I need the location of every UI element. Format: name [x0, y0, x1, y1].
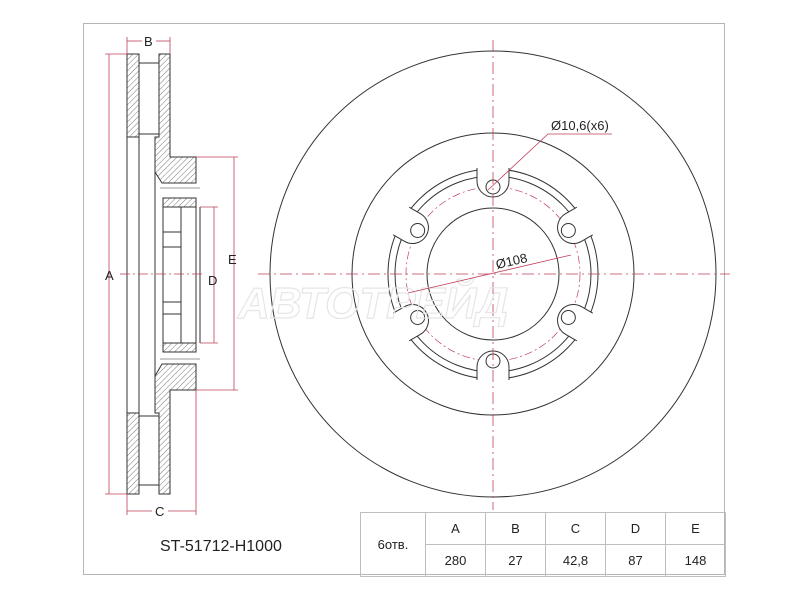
- dim-label-a: A: [105, 268, 114, 283]
- side-view: [126, 53, 201, 495]
- front-view-centerlines: [258, 40, 730, 510]
- dim-label-e: E: [228, 252, 237, 267]
- bolt-boss: [557, 304, 594, 342]
- dim-label-d: D: [208, 273, 217, 288]
- header-b: B: [485, 512, 546, 545]
- spec-table: 6отв. A B C D E 280 27 42,8 87 148: [360, 512, 726, 577]
- side-view-dimensions: [105, 37, 238, 515]
- hub-ring-top: [162, 197, 197, 208]
- header-e: E: [665, 512, 726, 545]
- bolt-hole: [560, 310, 576, 325]
- bolt-boss: [557, 206, 594, 244]
- left-plate-bottom: [126, 412, 140, 495]
- center-bore: [426, 207, 560, 341]
- dim-label-b: B: [144, 34, 153, 49]
- left-plate-top: [126, 53, 140, 138]
- pcd-label: Ø108: [494, 250, 528, 272]
- header-d: D: [605, 512, 666, 545]
- bolt-hole: [410, 310, 426, 325]
- table-value-row: 280 27 42,8 87 148: [361, 544, 726, 577]
- value-a: 280: [425, 544, 486, 577]
- watermark: АВТОТРЕЙД: [237, 277, 508, 328]
- hat-section-top: [154, 53, 197, 184]
- front-view-dimensions: [407, 133, 612, 294]
- bolt-hole-label: Ø10,6(x6): [551, 118, 609, 133]
- dim-label-c: C: [155, 504, 164, 519]
- hat-section-bottom: [154, 363, 197, 495]
- value-d: 87: [605, 544, 666, 577]
- hub-ring-bottom: [162, 342, 197, 353]
- holes-count-cell: 6отв.: [360, 512, 426, 577]
- table-header-row: 6отв. A B C D E: [360, 512, 726, 577]
- value-b: 27: [485, 544, 546, 577]
- bolt-hole: [410, 223, 426, 238]
- bolt-hole: [560, 223, 576, 238]
- part-number: ST-51712-H1000: [160, 538, 282, 555]
- value-e: 148: [665, 544, 726, 577]
- bolt-boss: [392, 206, 429, 244]
- side-view-dimension-labels: A B C D E: [105, 34, 237, 519]
- bolt-boss: [392, 304, 429, 342]
- header-c: C: [545, 512, 606, 545]
- header-a: A: [425, 512, 486, 545]
- value-c: 42,8: [545, 544, 606, 577]
